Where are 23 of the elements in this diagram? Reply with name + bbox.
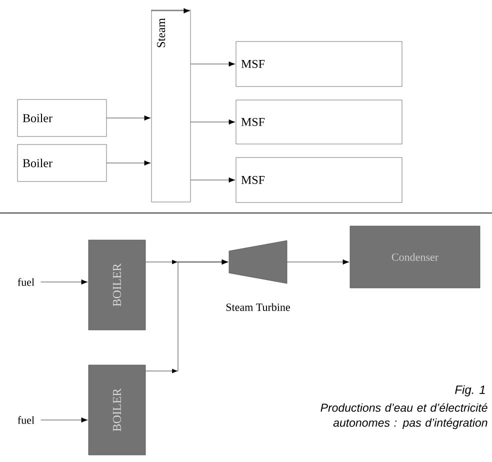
steam-header: Steam	[151, 10, 191, 202]
process-box: MSF	[236, 100, 402, 144]
arrow	[106, 160, 151, 166]
process-box: Boiler	[17, 144, 107, 182]
condenser-box: Condenser	[350, 226, 480, 288]
arrow	[40, 417, 88, 423]
arrow	[190, 177, 236, 183]
arrow	[106, 115, 151, 121]
arrow	[287, 259, 350, 265]
arrow	[190, 61, 236, 67]
arrow	[190, 119, 236, 125]
input-label: fuel	[18, 416, 34, 424]
caption: Productions d’eau et d’électricité autonomes : pas d’intégration	[320, 403, 488, 430]
arrow	[40, 279, 88, 285]
process-box: MSF	[236, 41, 402, 87]
process-box: MSF	[236, 157, 402, 203]
boiler-box: BOILER	[88, 364, 146, 456]
node-label: Steam Turbine	[226, 303, 290, 311]
boiler-box: BOILER	[88, 240, 146, 330]
figure-number: Fig. 1	[455, 385, 485, 396]
process-box: Boiler	[17, 99, 107, 137]
input-label: fuel	[18, 278, 34, 286]
arrow	[146, 259, 228, 374]
